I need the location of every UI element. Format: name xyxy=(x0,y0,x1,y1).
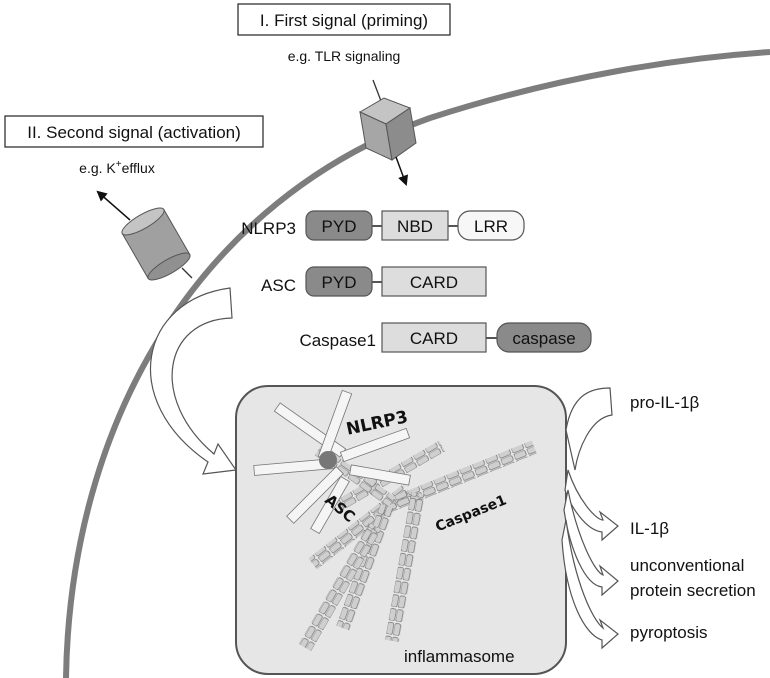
output-pyroptosis: pyroptosis xyxy=(630,623,707,642)
svg-text:PYD: PYD xyxy=(322,217,357,236)
output-secretion-line1: unconventional xyxy=(630,556,744,575)
domain-pyd-asc xyxy=(305,266,373,297)
svg-text:LRR: LRR xyxy=(474,217,508,236)
output-arrows xyxy=(561,387,619,650)
protein-name-asc: ASC xyxy=(261,276,296,295)
svg-text:PYD: PYD xyxy=(322,273,357,292)
output-il1b: IL-1β xyxy=(630,519,669,538)
protein-nlrp3: NLRP3 PYD NBD LRR xyxy=(241,210,525,241)
tlr-receptor xyxy=(358,79,417,186)
second-signal-box xyxy=(4,115,264,148)
first-signal: I. First signal (priming) e.g. TLR signa… xyxy=(237,3,451,64)
second-signal-title: II. Second signal (activation) xyxy=(27,123,241,142)
potassium-channel xyxy=(121,207,191,281)
protein-name-nlrp3: NLRP3 xyxy=(241,219,296,238)
first-signal-example: e.g. TLR signaling xyxy=(288,48,401,64)
domain-card-asc xyxy=(381,266,487,297)
inflammasome-title: inflammasome xyxy=(404,647,515,666)
domain-caspase xyxy=(496,322,592,353)
nlrp3-spokes xyxy=(253,389,411,535)
first-signal-box xyxy=(237,3,451,36)
domain-lrr xyxy=(457,210,525,241)
cell-membrane xyxy=(63,49,770,678)
first-signal-title: I. First signal (priming) xyxy=(260,11,428,30)
domain-card-caspase1 xyxy=(381,322,487,353)
svg-text:CARD: CARD xyxy=(410,273,458,292)
protein-name-caspase1: Caspase1 xyxy=(299,331,376,350)
inflammasome: NLRP3 ASC Caspase1 inflammasome xyxy=(235,385,567,675)
tlr-cube-side xyxy=(385,107,417,161)
domain-pyd-nlrp3 xyxy=(305,210,373,241)
protein-caspase1: Caspase1 CARD caspase xyxy=(299,322,592,353)
inflammasome-box xyxy=(235,385,567,675)
domain-nbd xyxy=(381,210,449,241)
second-signal: II. Second signal (activation) e.g. K+ef… xyxy=(4,115,264,176)
output-secretion-line2: protein secretion xyxy=(630,581,756,600)
svg-text:NBD: NBD xyxy=(397,217,433,236)
protein-asc: ASC PYD CARD xyxy=(261,266,487,297)
assembly-arrow xyxy=(149,287,238,475)
second-signal-example: e.g. K+efflux xyxy=(79,159,155,176)
svg-text:caspase: caspase xyxy=(512,329,575,348)
output-pro-il1b: pro-IL-1β xyxy=(630,393,700,412)
svg-text:CARD: CARD xyxy=(410,329,458,348)
